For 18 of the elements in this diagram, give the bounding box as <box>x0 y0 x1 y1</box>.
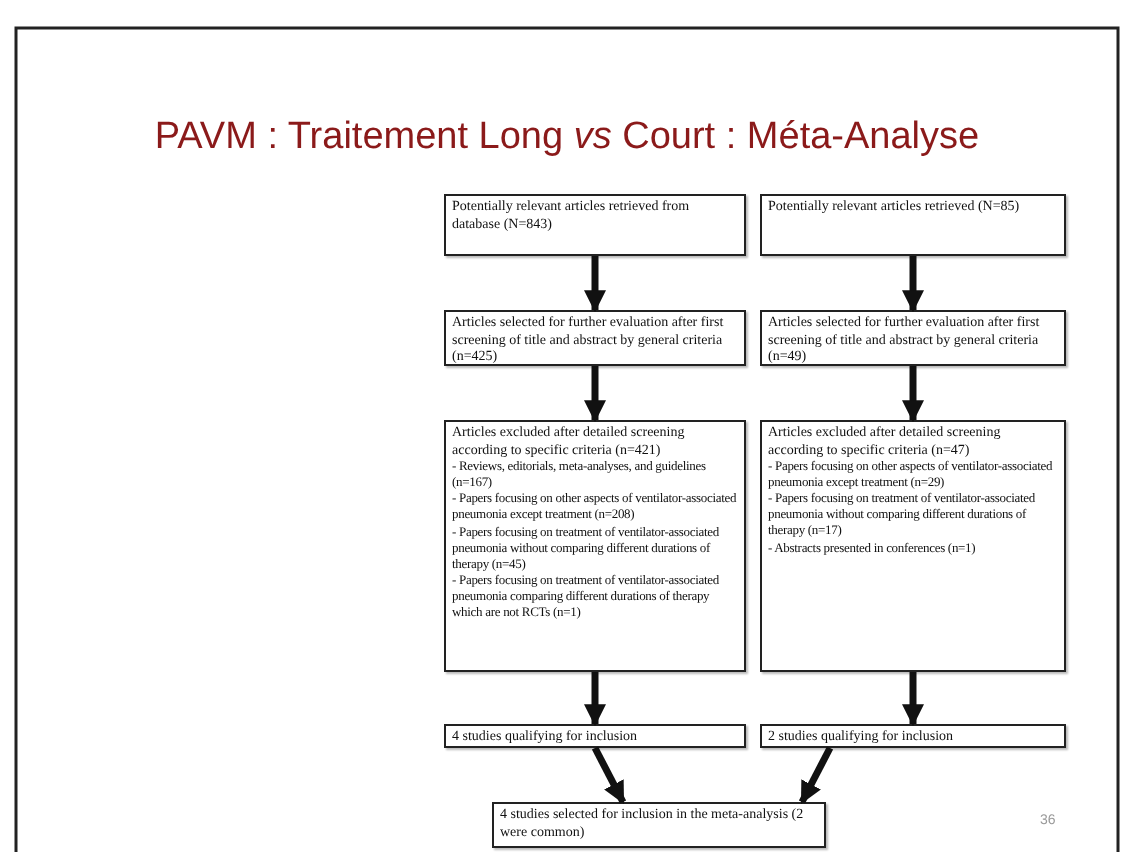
flow-box <box>444 724 746 748</box>
arrow <box>902 256 924 313</box>
arrow <box>584 366 606 423</box>
arrow <box>902 366 924 423</box>
arrow <box>591 746 627 804</box>
arrow <box>584 672 606 727</box>
flow-box <box>492 802 826 848</box>
flow-box <box>444 420 746 672</box>
flow-box <box>444 194 746 256</box>
flow-box <box>444 310 746 366</box>
slide-title: PAVM : Traitement Long vs Court : Méta-Analyse <box>152 116 982 160</box>
flow-box <box>760 194 1066 256</box>
arrow <box>584 256 606 313</box>
flow-box <box>760 310 1066 366</box>
flow-box <box>760 724 1066 748</box>
flow-box <box>760 420 1066 672</box>
arrow <box>798 746 834 804</box>
arrow <box>902 672 924 727</box>
